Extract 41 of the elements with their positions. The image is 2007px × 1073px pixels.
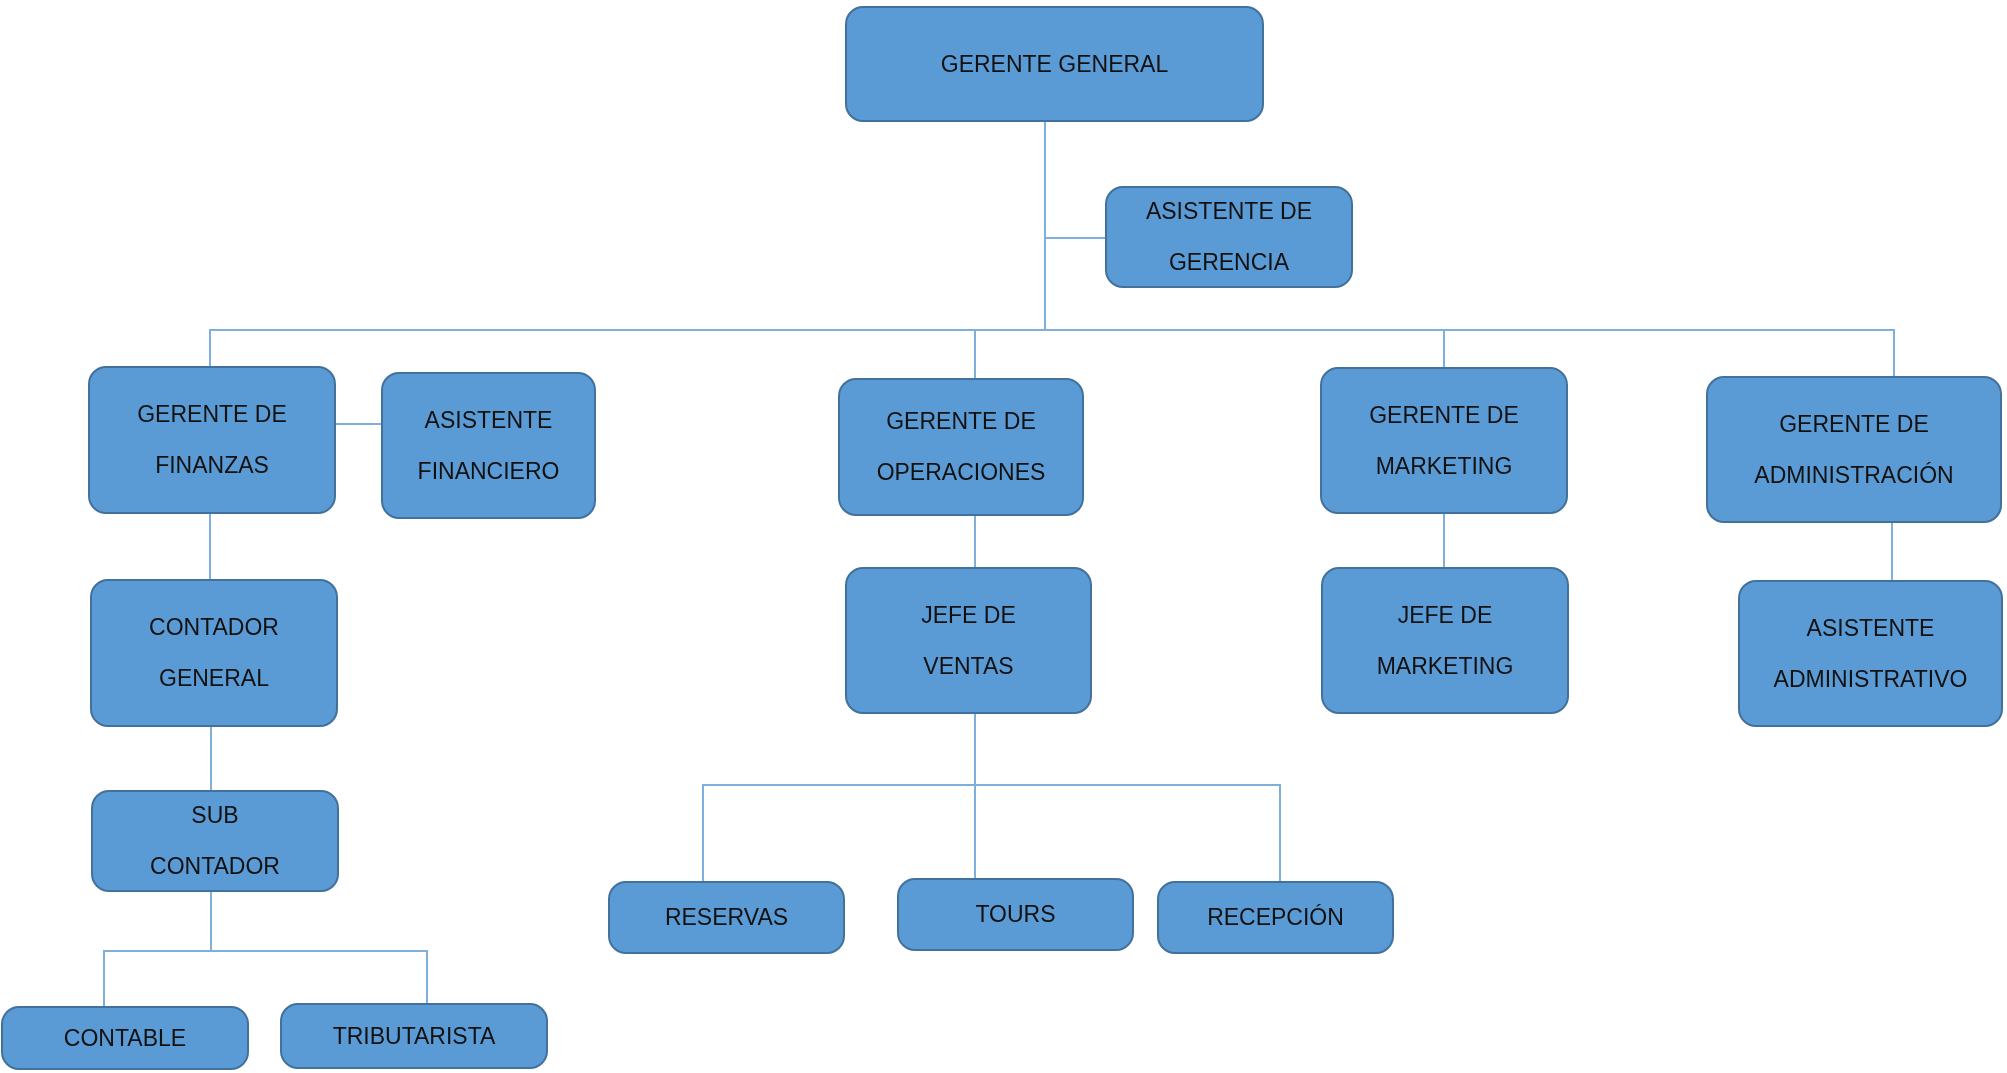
connector-line: [335, 423, 382, 425]
org-box: [1706, 376, 2002, 523]
org-box: [1321, 567, 1569, 714]
connector-line: [1443, 513, 1445, 568]
org-box: [90, 579, 338, 727]
position-title: ASISTENTE DE GERENCIA: [1144, 197, 1314, 277]
org-box: [91, 790, 339, 892]
position-title: RESERVAS: [664, 903, 789, 933]
position-title: GERENTE DE ADMINISTRACIÓN: [1754, 409, 1954, 490]
position-title: SUB CONTADOR: [149, 801, 281, 881]
position-title: ASISTENTE ADMINISTRATIVO: [1772, 613, 1969, 694]
connector-line: [974, 515, 976, 568]
position-title: CONTABLE: [63, 1023, 187, 1053]
org-box: [897, 878, 1134, 951]
position-title: JEFE DE MARKETING: [1375, 600, 1515, 681]
position-title: GERENTE DE MARKETING: [1369, 400, 1519, 481]
org-box: [1738, 580, 2003, 727]
position-title: ASISTENTE FINANCIERO: [416, 405, 561, 486]
org-box: [845, 567, 1092, 714]
org-box: [1105, 186, 1353, 288]
position-title: GERENTE GENERAL: [940, 49, 1169, 79]
org-box: [845, 6, 1264, 122]
org-box: [1157, 881, 1394, 954]
position-title: TRIBUTARISTA: [332, 1021, 496, 1051]
org-box: [838, 378, 1084, 516]
org-box: [280, 1003, 548, 1069]
org-box: [1, 1006, 249, 1070]
connector-line: [1891, 522, 1893, 581]
org-box: [1320, 367, 1568, 514]
position-title: JEFE DE VENTAS: [920, 600, 1017, 681]
position-title: TOURS: [975, 900, 1056, 930]
connector-line: [209, 513, 211, 580]
connector-line: [210, 726, 212, 791]
position-title: GERENTE DE FINANZAS: [137, 400, 287, 480]
org-box: [608, 881, 845, 954]
connector-line: [210, 891, 428, 1004]
org-box: [88, 366, 336, 514]
position-title: CONTADOR GENERAL: [148, 613, 280, 693]
position-title: RECEPCIÓN: [1207, 903, 1344, 933]
org-box: [381, 372, 596, 519]
position-title: GERENTE DE OPERACIONES: [875, 407, 1047, 487]
